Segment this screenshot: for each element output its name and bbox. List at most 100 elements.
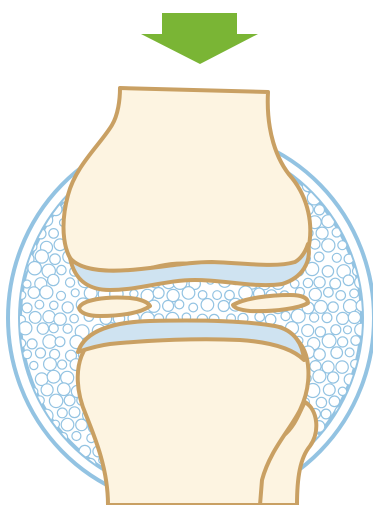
synovial-bubble: [17, 193, 26, 202]
synovial-bubble: [336, 361, 348, 373]
synovial-bubble: [331, 467, 342, 478]
synovial-bubble: [336, 192, 346, 202]
synovial-bubble: [42, 168, 53, 179]
synovial-bubble: [30, 361, 38, 369]
synovial-bubble: [310, 313, 319, 322]
synovial-bubble: [353, 218, 361, 226]
synovial-bubble: [62, 302, 73, 313]
synovial-bubble: [322, 239, 335, 252]
synovial-bubble: [41, 480, 53, 492]
synovial-bubble: [331, 325, 341, 335]
synovial-bubble: [22, 420, 31, 429]
synovial-bubble: [339, 482, 347, 490]
synovial-bubble: [337, 459, 348, 470]
synovial-bubble: [43, 457, 54, 468]
synovial-bubble: [344, 326, 352, 334]
synovial-bubble: [29, 312, 41, 324]
synovial-bubble: [351, 434, 360, 443]
synovial-bubble: [324, 168, 334, 178]
synovial-bubble: [49, 468, 60, 479]
synovial-bubble: [327, 179, 341, 193]
synovial-bubble: [322, 313, 332, 323]
synovial-bubble: [323, 145, 333, 155]
synovial-bubble: [153, 288, 164, 299]
synovial-bubble: [16, 409, 26, 419]
synovial-bubble: [357, 419, 367, 429]
synovial-bubble: [21, 180, 32, 191]
synovial-bubble: [348, 311, 360, 323]
synovial-bubble: [27, 339, 37, 349]
synovial-bubble: [329, 396, 340, 407]
synovial-bubble: [35, 444, 45, 454]
synovial-bubble: [355, 323, 368, 336]
synovial-bubble: [21, 467, 34, 480]
synovial-bubble: [28, 287, 40, 299]
synovial-bubble: [315, 301, 328, 314]
synovial-bubble: [27, 479, 41, 493]
synovial-bubble: [338, 337, 348, 347]
synovial-bubble: [201, 299, 214, 312]
synovial-bubble: [87, 481, 97, 491]
synovial-bubble: [314, 277, 325, 288]
synovial-bubble: [22, 303, 32, 313]
synovial-bubble: [47, 370, 60, 383]
synovial-bubble: [49, 324, 58, 333]
synovial-bubble: [19, 322, 32, 335]
synovial-bubble: [336, 170, 347, 181]
synovial-bubble: [34, 470, 46, 482]
synovial-bubble: [213, 291, 222, 300]
synovial-bubble: [41, 146, 53, 158]
synovial-bubble: [331, 347, 343, 359]
synovial-bubble: [322, 266, 333, 277]
synovial-bubble: [58, 360, 67, 369]
synovial-bubble: [356, 154, 369, 167]
synovial-bubble: [328, 302, 338, 312]
synovial-bubble: [71, 289, 79, 297]
synovial-bubble: [345, 158, 355, 168]
synovial-bubble: [316, 227, 328, 239]
synovial-bubble: [48, 274, 59, 285]
synovial-bubble: [56, 483, 65, 492]
synovial-bubble: [355, 202, 369, 216]
synovial-bubble: [360, 182, 369, 191]
synovial-bubble: [50, 301, 58, 309]
synovial-bubble: [76, 419, 88, 431]
synovial-bubble: [302, 325, 314, 337]
synovial-bubble: [332, 253, 341, 262]
synovial-bubble: [61, 418, 74, 431]
synovial-bubble: [57, 265, 66, 274]
synovial-bubble: [321, 481, 332, 492]
synovial-bubble: [330, 278, 341, 289]
synovial-bubble: [36, 157, 47, 168]
synovial-bubble: [349, 167, 360, 178]
synovial-bubble: [20, 203, 33, 216]
synovial-bubble: [314, 205, 324, 215]
synovial-bubble: [350, 289, 359, 298]
synovial-bubble: [31, 456, 41, 466]
synovial-bubble: [16, 146, 25, 155]
synovial-bubble: [57, 291, 66, 300]
synovial-bubble: [314, 158, 325, 169]
synovial-bubble: [314, 349, 326, 361]
synovial-bubble: [69, 407, 80, 418]
synovial-bubble: [62, 156, 74, 168]
down-arrow-icon: [141, 13, 258, 64]
synovial-bubble: [360, 468, 369, 477]
synovial-bubble: [41, 384, 53, 396]
synovial-bubble: [351, 482, 360, 491]
synovial-bubble: [16, 433, 28, 445]
synovial-bubble: [322, 334, 336, 348]
meniscus-left: [79, 297, 150, 316]
synovial-bubble: [35, 300, 44, 309]
synovial-bubble: [63, 324, 72, 333]
synovial-bubble: [28, 262, 41, 275]
synovial-bubble: [49, 229, 59, 239]
synovial-bubble: [324, 288, 334, 298]
synovial-bubble: [328, 372, 339, 383]
synovial-bubble: [72, 432, 81, 441]
synovial-bubble: [351, 336, 361, 346]
synovial-bubble: [71, 143, 82, 154]
synovial-bubble: [50, 254, 61, 265]
synovial-bubble: [321, 455, 335, 469]
synovial-bubble: [331, 446, 342, 457]
